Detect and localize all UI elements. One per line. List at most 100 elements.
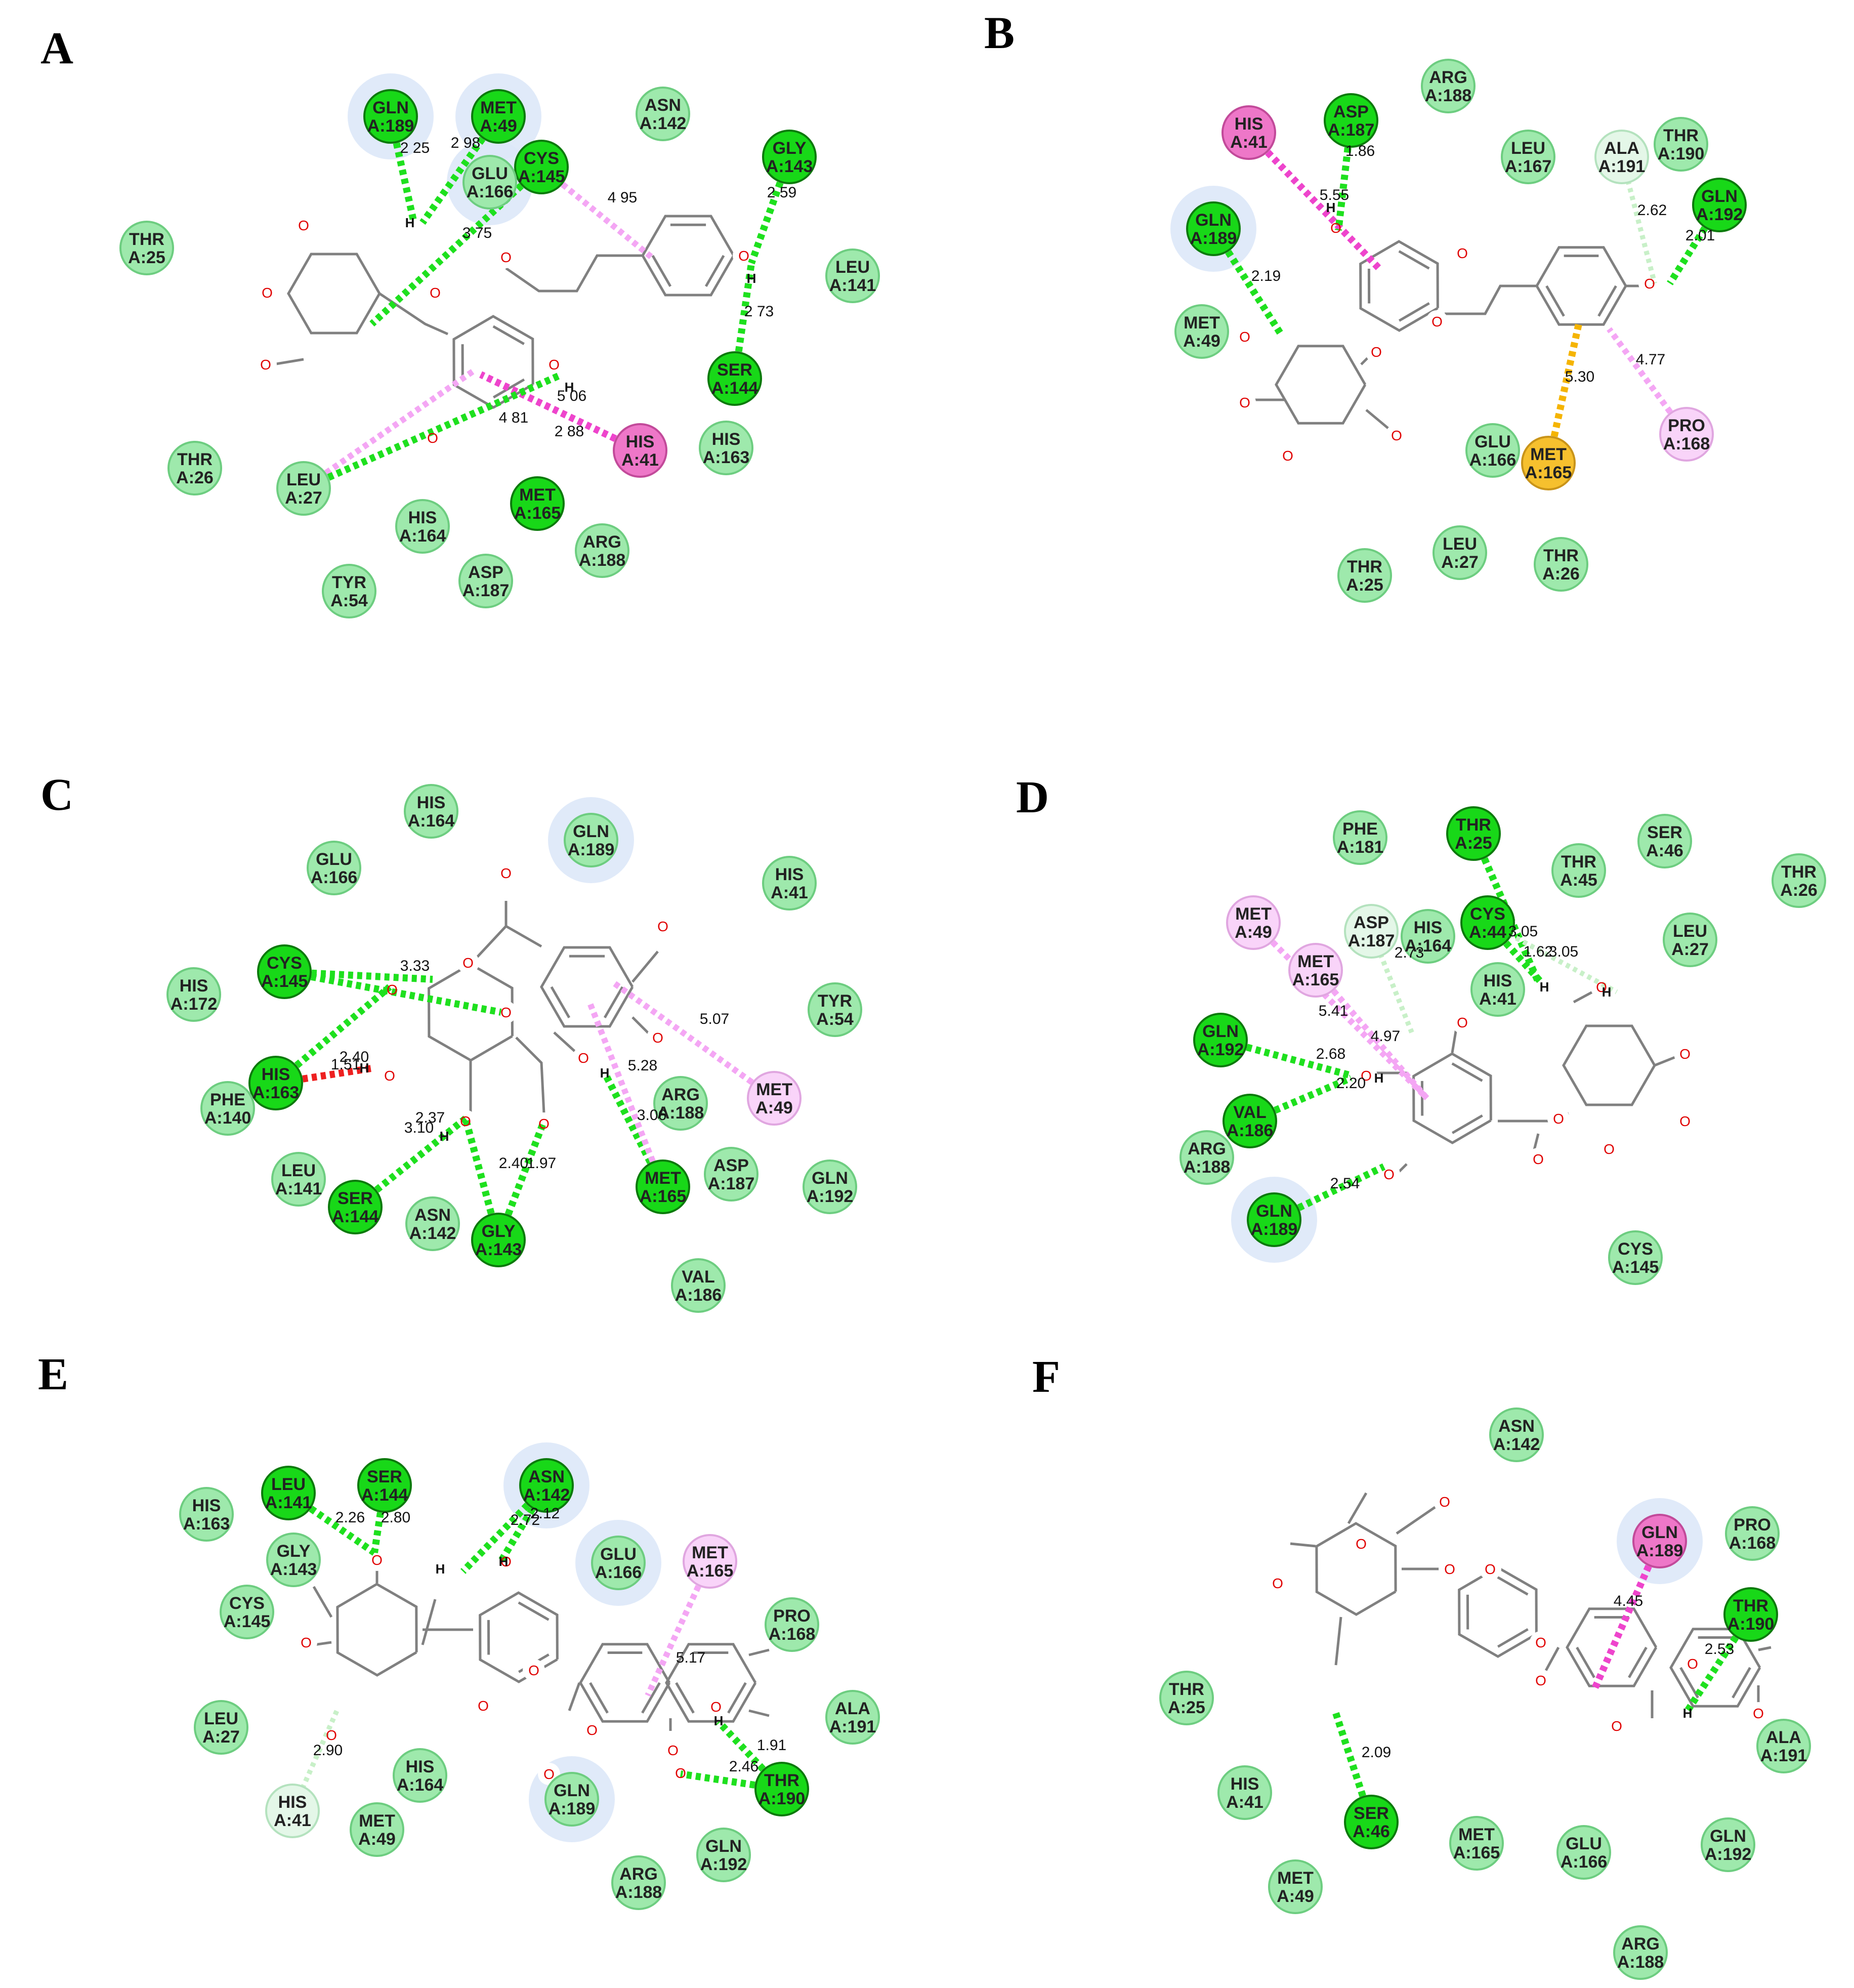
residue-disc (747, 1071, 802, 1126)
oxygen-atom: O (1457, 245, 1468, 261)
residue-id: A:168 (1729, 1534, 1776, 1553)
ligand-ring (1566, 1607, 1658, 1687)
residue-disc (350, 1802, 404, 1857)
residue-id: A:41 (1479, 989, 1516, 1009)
residue-id: A:25 (1168, 1698, 1205, 1717)
residue-disc (200, 1081, 255, 1136)
ligand-double-bond (704, 255, 725, 287)
interaction-line (1251, 920, 1429, 1101)
residue-disc (1489, 1407, 1544, 1462)
residue-disc (166, 967, 221, 1022)
oxygen-atom: O (1753, 1706, 1764, 1721)
residue-disc (704, 1147, 759, 1202)
hydrogen-atom: H (1602, 984, 1612, 1000)
oxygen-atom-bg (581, 1719, 603, 1741)
ligand-bond (1758, 1646, 1772, 1651)
residue-name: THR (1347, 557, 1382, 576)
residue-id: A:142 (523, 1485, 570, 1505)
residue-name: GLY (277, 1542, 311, 1561)
residue-disc (471, 89, 526, 144)
ligand-double-bond (1628, 1646, 1648, 1678)
residue-id: A:165 (1525, 463, 1572, 482)
residue-name: GLU (472, 164, 508, 183)
residue-disc (1449, 1816, 1504, 1871)
residue-disc (257, 944, 312, 999)
distance-label: 2.40 (340, 1049, 369, 1065)
ligand-ring (452, 315, 534, 409)
hydrogen-atom: H (499, 1554, 509, 1569)
residue-name: GLY (773, 139, 807, 158)
residue-id: A:164 (399, 526, 446, 546)
residue-id: A:189 (1636, 1541, 1683, 1560)
residue-id: A:41 (621, 450, 659, 470)
residue-disc (1288, 943, 1343, 998)
residue-disc (519, 1458, 574, 1513)
residue-name: ASP (468, 563, 503, 582)
residue-id: A:187 (1348, 931, 1395, 950)
residue-name: THR (129, 230, 164, 249)
oxygen-atom: O (1679, 1113, 1691, 1129)
residue-disc (1333, 810, 1387, 865)
residue-id: A:166 (467, 182, 514, 201)
distance-label: 5.41 (1319, 1003, 1348, 1019)
oxygen-atom: O (1553, 1111, 1564, 1127)
interaction-line (302, 367, 478, 491)
residue-name: VAL (682, 1267, 714, 1287)
ligand-double-bond (1576, 1646, 1595, 1678)
oxygen-atom: O (586, 1722, 598, 1738)
ligand-bond (1290, 1542, 1316, 1548)
residue-disc (575, 523, 629, 578)
hydrogen-atom: H (1683, 1706, 1693, 1721)
oxygen-atom-bg (1439, 1558, 1461, 1580)
residue-id: A:191 (829, 1717, 876, 1736)
residue-id: A:188 (1425, 86, 1472, 105)
residue-name: GLU (1474, 432, 1511, 451)
distance-label: 2.80 (381, 1509, 410, 1526)
residue-disc (510, 476, 565, 531)
hydrogen-atom: H (714, 1713, 724, 1728)
residue-disc (1613, 1925, 1668, 1980)
residue-id: A:167 (1505, 157, 1552, 176)
residue-id: A:189 (1190, 229, 1237, 248)
residue-id: A:54 (330, 591, 368, 610)
residue-id: A:27 (285, 488, 322, 508)
residue-id: A:166 (1469, 450, 1516, 470)
residue-name: MET (645, 1169, 681, 1188)
residue-name: HIS (1414, 918, 1443, 937)
ligand-double-bond (550, 986, 571, 1019)
hydrogen-atom: H (600, 1065, 610, 1081)
residue-disc (707, 351, 762, 406)
residue-name: LEU (1511, 139, 1545, 158)
oxygen-atom: O (387, 982, 398, 998)
residue-id: A:192 (807, 1187, 854, 1206)
distance-label: 2.46 (729, 1758, 759, 1775)
residue-name: GLN (573, 822, 609, 841)
residue-name: GLN (705, 1837, 742, 1856)
residue-name: HIS (1235, 114, 1263, 134)
hydrogen-atom: H (1374, 1070, 1384, 1086)
distance-label: 3.10 (404, 1120, 434, 1136)
oxygen-atom: O (1272, 1576, 1283, 1591)
residue-name: ASP (1354, 913, 1389, 932)
residue-name: MET (1277, 1869, 1314, 1888)
ligand-ring (1562, 1024, 1656, 1106)
oxygen-atom: O (1485, 1561, 1496, 1577)
oxygen-atom-bg (1234, 391, 1256, 413)
ligand-bond (1347, 1492, 1368, 1524)
oxygen-atom-bg (1365, 341, 1387, 363)
